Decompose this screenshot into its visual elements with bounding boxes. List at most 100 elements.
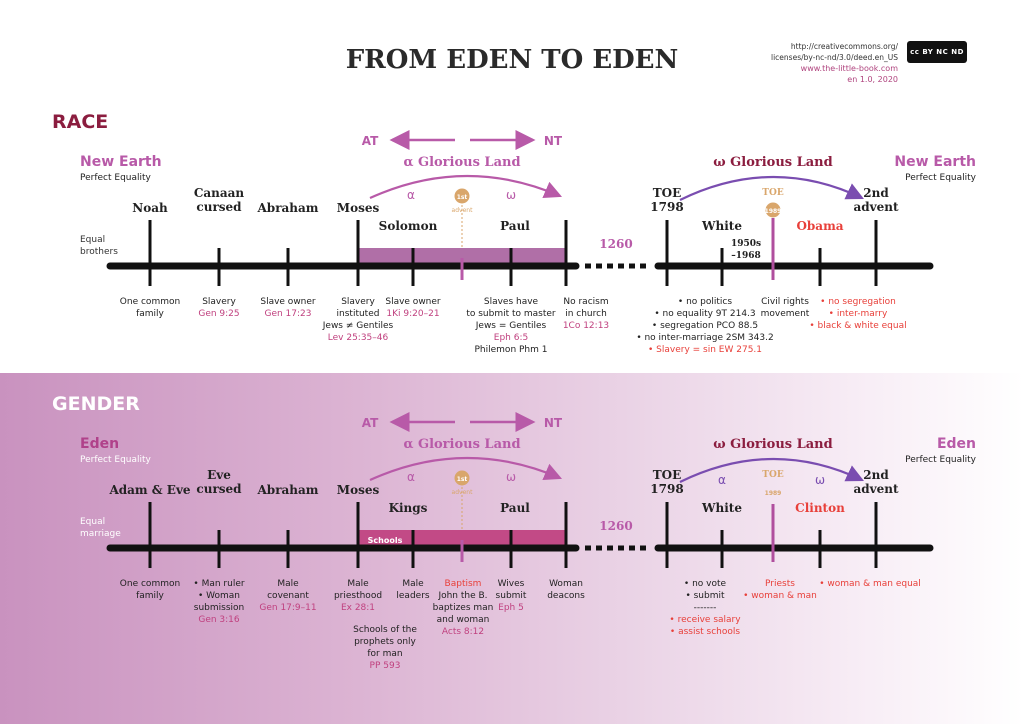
- timeline-note: • no equality 9T 214.3: [654, 309, 755, 319]
- timeline-note: Wives: [498, 579, 525, 589]
- timeline-note: Eph 6:5: [494, 333, 528, 343]
- omega-symbol: ω: [815, 473, 825, 487]
- timeline-note: family: [136, 309, 164, 319]
- right-state-label: New Earth: [894, 154, 976, 170]
- timeline-name-line2: advent: [853, 200, 898, 214]
- timeline-name: Eve: [207, 468, 231, 482]
- nt-label: NT: [544, 134, 563, 148]
- timeline-name: Abraham: [257, 483, 319, 497]
- timeline-note: covenant: [267, 591, 309, 601]
- timeline-name: TOE: [653, 186, 682, 200]
- timeline-name: 1950s: [731, 239, 761, 249]
- line-label: brothers: [80, 247, 118, 257]
- toe-1989-label: TOE: [762, 470, 784, 480]
- timeline-note: PP 593: [370, 661, 401, 671]
- timeline-note: Male: [277, 579, 299, 589]
- timeline-note: • no inter-marriage 2SM 343.2: [636, 333, 773, 343]
- timeline-note: Slaves have: [484, 297, 539, 307]
- timeline-note: Slavery: [202, 297, 236, 307]
- timeline-note: Jews = Gentiles: [475, 321, 547, 331]
- timeline-note: 1Co 12:13: [563, 321, 609, 331]
- timeline-note: Slave owner: [260, 297, 316, 307]
- timeline-note: • woman & man: [743, 591, 817, 601]
- timeline-name: Moses: [337, 483, 380, 497]
- left-state-sub: Perfect Equality: [80, 173, 152, 183]
- timeline-note: • receive salary: [669, 615, 741, 625]
- timeline-note: submit: [496, 591, 527, 601]
- timeline-note: leaders: [396, 591, 430, 601]
- edition-label: en 1.0, 2020: [847, 75, 898, 84]
- left-state-label: New Earth: [80, 154, 162, 170]
- timeline-note: to submit to master: [466, 309, 556, 319]
- timeline-note: Philemon Phm 1: [475, 345, 548, 355]
- website-url: www.the-little-book.com: [800, 64, 898, 73]
- alpha-arc-arrow: [369, 174, 563, 200]
- timeline-note: • Woman: [198, 591, 240, 601]
- creative-commons-icon: cc BY NC ND: [907, 41, 967, 63]
- first-advent-badge: [454, 470, 470, 486]
- timeline-note: Lev 25:35–46: [328, 333, 389, 343]
- omega-arc-arrow: [679, 457, 864, 483]
- toe-1989-year: 1989: [765, 490, 782, 497]
- timeline-note: One common: [120, 579, 180, 589]
- timeline-note: baptizes man: [433, 603, 494, 613]
- license-url: http://creativecommons.org/ licenses/by-…: [771, 42, 898, 62]
- alpha-symbol: α: [407, 188, 415, 202]
- timeline-name: Obama: [796, 219, 843, 233]
- timeline-name: Kings: [389, 501, 428, 515]
- timeline-name: Noah: [132, 201, 168, 215]
- timeline-note: Woman: [549, 579, 583, 589]
- toe-1989-badge: [765, 202, 781, 218]
- timeline-note: • inter-marry: [829, 309, 888, 319]
- timeline-note: in church: [565, 309, 607, 319]
- timeline-note: • assist schools: [670, 627, 740, 637]
- left-state-sub: Perfect Equality: [80, 455, 152, 465]
- timeline-name: Clinton: [795, 501, 845, 515]
- right-state-sub: Perfect Equality: [905, 455, 977, 465]
- right-state-label: Eden: [937, 436, 976, 452]
- at-label: AT: [362, 134, 379, 148]
- timeline-note: Civil rights: [761, 297, 809, 307]
- timeline-name-line2: cursed: [196, 200, 242, 214]
- first-advent-badge: [454, 188, 470, 204]
- timeline-name: Paul: [500, 219, 530, 233]
- toe-1989-year: 1989: [765, 208, 782, 215]
- timeline-note: priesthood: [334, 591, 382, 601]
- section-heading: RACE: [52, 111, 108, 133]
- timeline-note: Gen 9:25: [198, 309, 239, 319]
- timeline-note: instituted: [337, 309, 380, 319]
- alpha-symbol: α: [718, 473, 726, 487]
- timeline-name-line2: advent: [853, 482, 898, 496]
- timeline-note: submission: [194, 603, 244, 613]
- timeline-note: family: [136, 591, 164, 601]
- timeline-note: Jews ≠ Gentiles: [322, 321, 394, 331]
- timeline-name: White: [701, 501, 742, 515]
- omega-symbol: ω: [506, 470, 516, 484]
- timeline-name: 2nd: [863, 468, 889, 482]
- alpha-glorious-land-label: α Glorious Land: [403, 155, 520, 170]
- timeline-note: • Slavery = sin EW 275.1: [648, 345, 762, 355]
- timeline-name: Abraham: [257, 201, 319, 215]
- timeline-note: • no politics: [678, 297, 732, 307]
- timeline-note: Slavery: [341, 297, 375, 307]
- timeline-name: White: [701, 219, 742, 233]
- main-title: FROM EDEN TO EDEN: [346, 45, 679, 75]
- timeline-note: • woman & man equal: [819, 579, 921, 589]
- period-1260-label: 1260: [599, 519, 632, 533]
- timeline-note: Schools of the: [353, 625, 417, 635]
- toe-1989-label: TOE: [762, 188, 784, 198]
- timeline-note: Baptism: [445, 579, 482, 589]
- timeline-note: deacons: [547, 591, 585, 601]
- timeline-note: Slave owner: [385, 297, 441, 307]
- first-advent-label: 1st: [457, 194, 468, 201]
- timeline-name-line2: –1968: [731, 251, 761, 261]
- timeline-name: 2nd: [863, 186, 889, 200]
- timeline-note: Ex 28:1: [341, 603, 375, 613]
- at-label: AT: [362, 416, 379, 430]
- timeline-note: • submit: [685, 591, 725, 601]
- omega-glorious-land-label: ω Glorious Land: [713, 155, 832, 170]
- period-band: [359, 248, 566, 266]
